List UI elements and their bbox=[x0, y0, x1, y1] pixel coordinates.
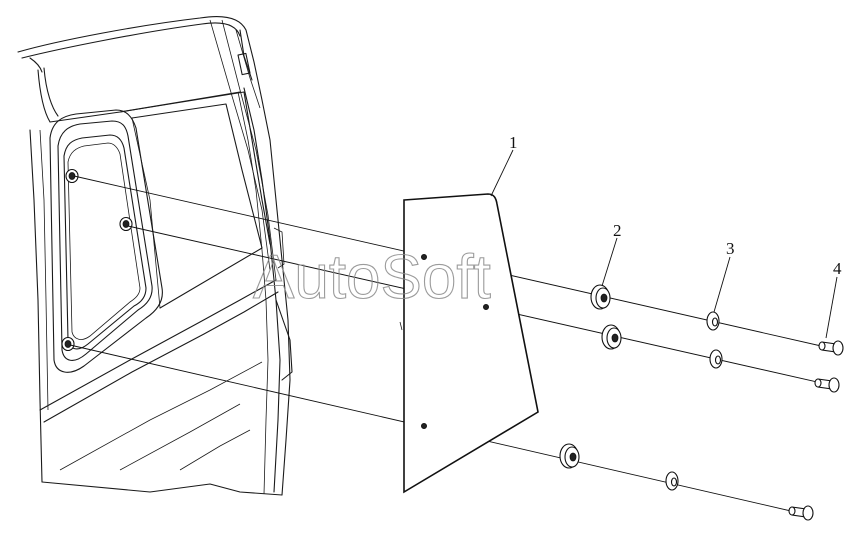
callout-labels: 1 2 3 4 bbox=[509, 133, 842, 278]
watermark-text: AutoSoft bbox=[253, 243, 491, 312]
pin-parts bbox=[788, 340, 844, 521]
callout-2: 2 bbox=[613, 221, 622, 240]
washer-parts bbox=[665, 311, 723, 491]
callout-4: 4 bbox=[833, 259, 842, 278]
leader-lines bbox=[490, 149, 838, 339]
glass-panel bbox=[399, 193, 539, 494]
cab-body bbox=[17, 15, 293, 496]
grommet-parts bbox=[559, 284, 622, 469]
callout-3: 3 bbox=[726, 239, 735, 258]
callout-1: 1 bbox=[509, 133, 518, 152]
